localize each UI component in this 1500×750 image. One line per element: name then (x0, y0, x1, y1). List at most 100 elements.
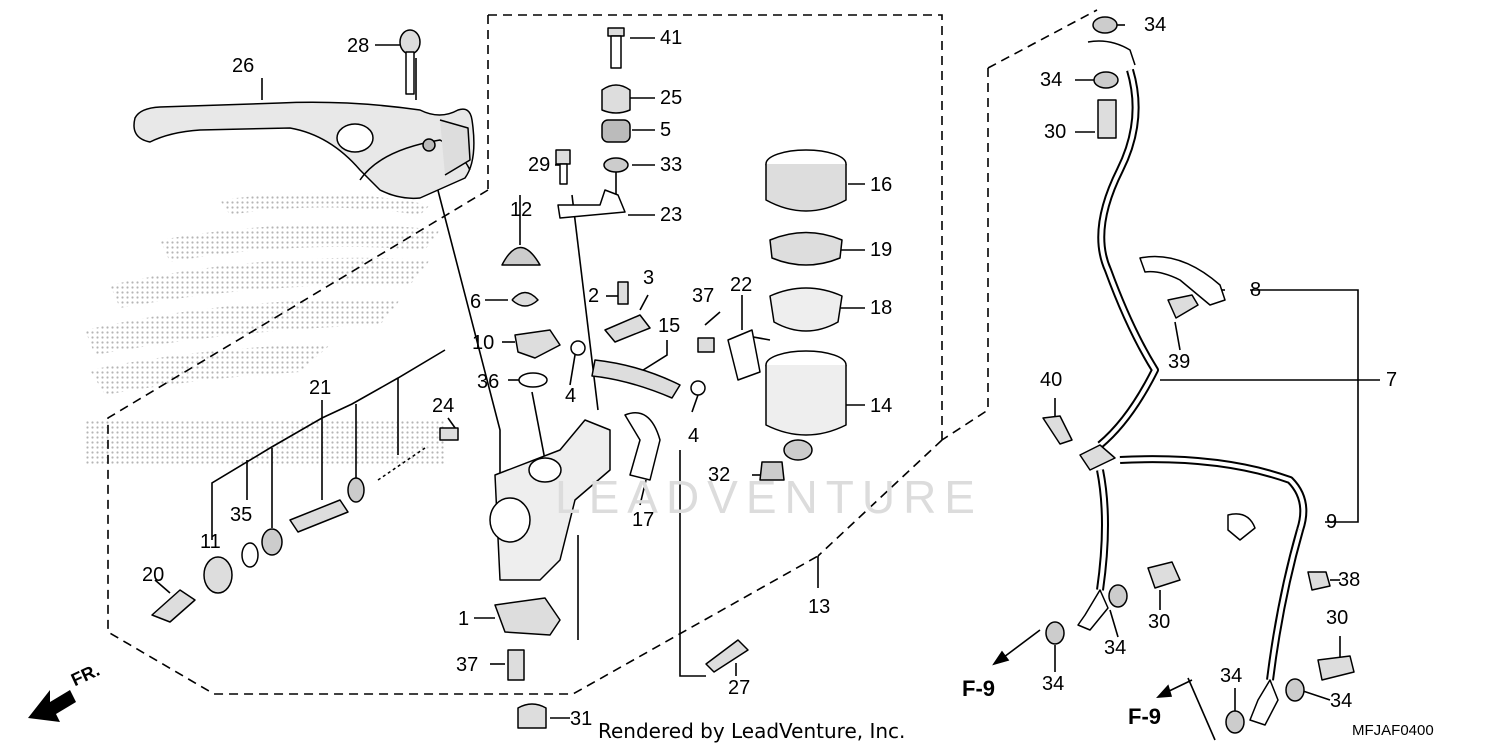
banjo-bolt-30-low (1317, 655, 1355, 681)
callout-17: 17 (632, 509, 655, 531)
wing-logo-graphic (85, 193, 445, 465)
screw-2 (617, 281, 629, 305)
callout-29: 29 (528, 154, 551, 176)
diaphragm-18 (769, 287, 843, 332)
callout-28: 28 (347, 35, 370, 57)
clamp-4b (690, 380, 706, 396)
callout-34b: 34 (1040, 69, 1063, 91)
o-ring-36 (518, 372, 548, 388)
hose-clamp-9 (1227, 513, 1256, 541)
washer-35b (261, 528, 283, 556)
plate-3 (604, 314, 651, 343)
callout-39: 39 (1168, 351, 1191, 373)
render-credit: Rendered by LeadVenture, Inc. (598, 719, 906, 743)
diagram-code: MFJAF0400 (1352, 722, 1434, 739)
callout-34f: 34 (1330, 690, 1353, 712)
clamp-4a (570, 340, 586, 356)
watermark-text: LEADVENTURE (555, 471, 983, 523)
splitter-joint (1079, 444, 1116, 471)
circlip-35 (241, 542, 259, 568)
callout-34a: 34 (1144, 14, 1167, 36)
banjo-bolt-30-mid (1147, 561, 1181, 589)
hose-frame (987, 9, 1098, 69)
reference-f9-right: F-9 (1128, 704, 1161, 729)
reservoir-14 (765, 350, 847, 461)
callout-18: 18 (870, 297, 893, 319)
clip-6 (511, 291, 539, 307)
callout-26: 26 (232, 55, 255, 77)
washer-34-d (1045, 621, 1065, 645)
callout-6: 6 (470, 291, 482, 313)
pivot-bolt (399, 29, 421, 95)
callout-24: 24 (432, 395, 455, 417)
callout-21: 21 (309, 377, 332, 399)
washer-34-c (1108, 584, 1128, 608)
master-cylinder-body (489, 419, 611, 581)
bolt-40 (1042, 415, 1073, 445)
callout-22: 22 (730, 274, 753, 296)
callout-20: 20 (142, 564, 165, 586)
cap-32 (759, 461, 785, 481)
piston-rod-20 (151, 589, 196, 623)
callout-31: 31 (570, 708, 593, 730)
bolt-37a (697, 337, 715, 353)
callout-7: 7 (1386, 369, 1398, 391)
screw-24 (439, 427, 459, 441)
callout-34e: 34 (1220, 665, 1243, 687)
callout-35: 35 (230, 504, 253, 526)
callout-32: 32 (708, 464, 731, 486)
cap-31 (517, 703, 547, 729)
callout-15: 15 (658, 315, 681, 337)
callout-3: 3 (643, 267, 655, 289)
callout-13: 13 (808, 596, 831, 618)
callout-5: 5 (660, 119, 672, 141)
cap-25 (601, 84, 631, 114)
hose-clamp-8 (1139, 255, 1226, 306)
holder-17 (624, 412, 661, 481)
callout-10: 10 (472, 332, 495, 354)
reservoir-hose-15 (591, 359, 681, 399)
switch-1 (494, 597, 561, 636)
seal-11 (203, 556, 233, 594)
callout-4b: 4 (688, 425, 700, 447)
reference-f9-left: F-9 (962, 676, 995, 701)
hose-fitting-left (1077, 589, 1109, 631)
washer-33 (603, 157, 629, 173)
hose-fitting-right (1249, 679, 1279, 726)
hose-fitting-top (1087, 40, 1136, 66)
washer-34-e (1285, 678, 1305, 702)
callout-30c: 30 (1326, 607, 1349, 629)
callout-38: 38 (1338, 569, 1361, 591)
bracket-22 (727, 329, 761, 381)
callout-16: 16 (870, 174, 893, 196)
callout-30a: 30 (1044, 121, 1067, 143)
callout-37a: 37 (692, 285, 715, 307)
washer-34-top (1092, 16, 1118, 34)
bolt-37b (507, 649, 525, 681)
master-cylinder-frame (488, 14, 943, 440)
callout-9: 9 (1326, 511, 1338, 533)
callout-14: 14 (870, 395, 893, 417)
callout-23: 23 (660, 204, 683, 226)
bolt-41 (607, 27, 625, 69)
callout-36: 36 (477, 371, 500, 393)
bolt-29 (555, 149, 571, 185)
callout-40: 40 (1040, 369, 1063, 391)
washer-34-b (1093, 71, 1119, 89)
washer-34-f (1225, 710, 1245, 734)
callout-4a: 4 (565, 385, 577, 407)
callout-12: 12 (510, 199, 533, 221)
bracket-23 (557, 189, 626, 219)
front-direction-arrow (28, 690, 76, 722)
callout-34d: 34 (1042, 673, 1065, 695)
bolt-39 (1167, 294, 1199, 319)
plate-19 (769, 231, 843, 266)
nut-38 (1307, 571, 1331, 591)
callout-1: 1 (458, 608, 470, 630)
callout-34c: 34 (1104, 637, 1127, 659)
fitting-10 (514, 329, 561, 359)
reservoir-cap-16 (765, 149, 847, 212)
callout-2: 2 (588, 285, 600, 307)
